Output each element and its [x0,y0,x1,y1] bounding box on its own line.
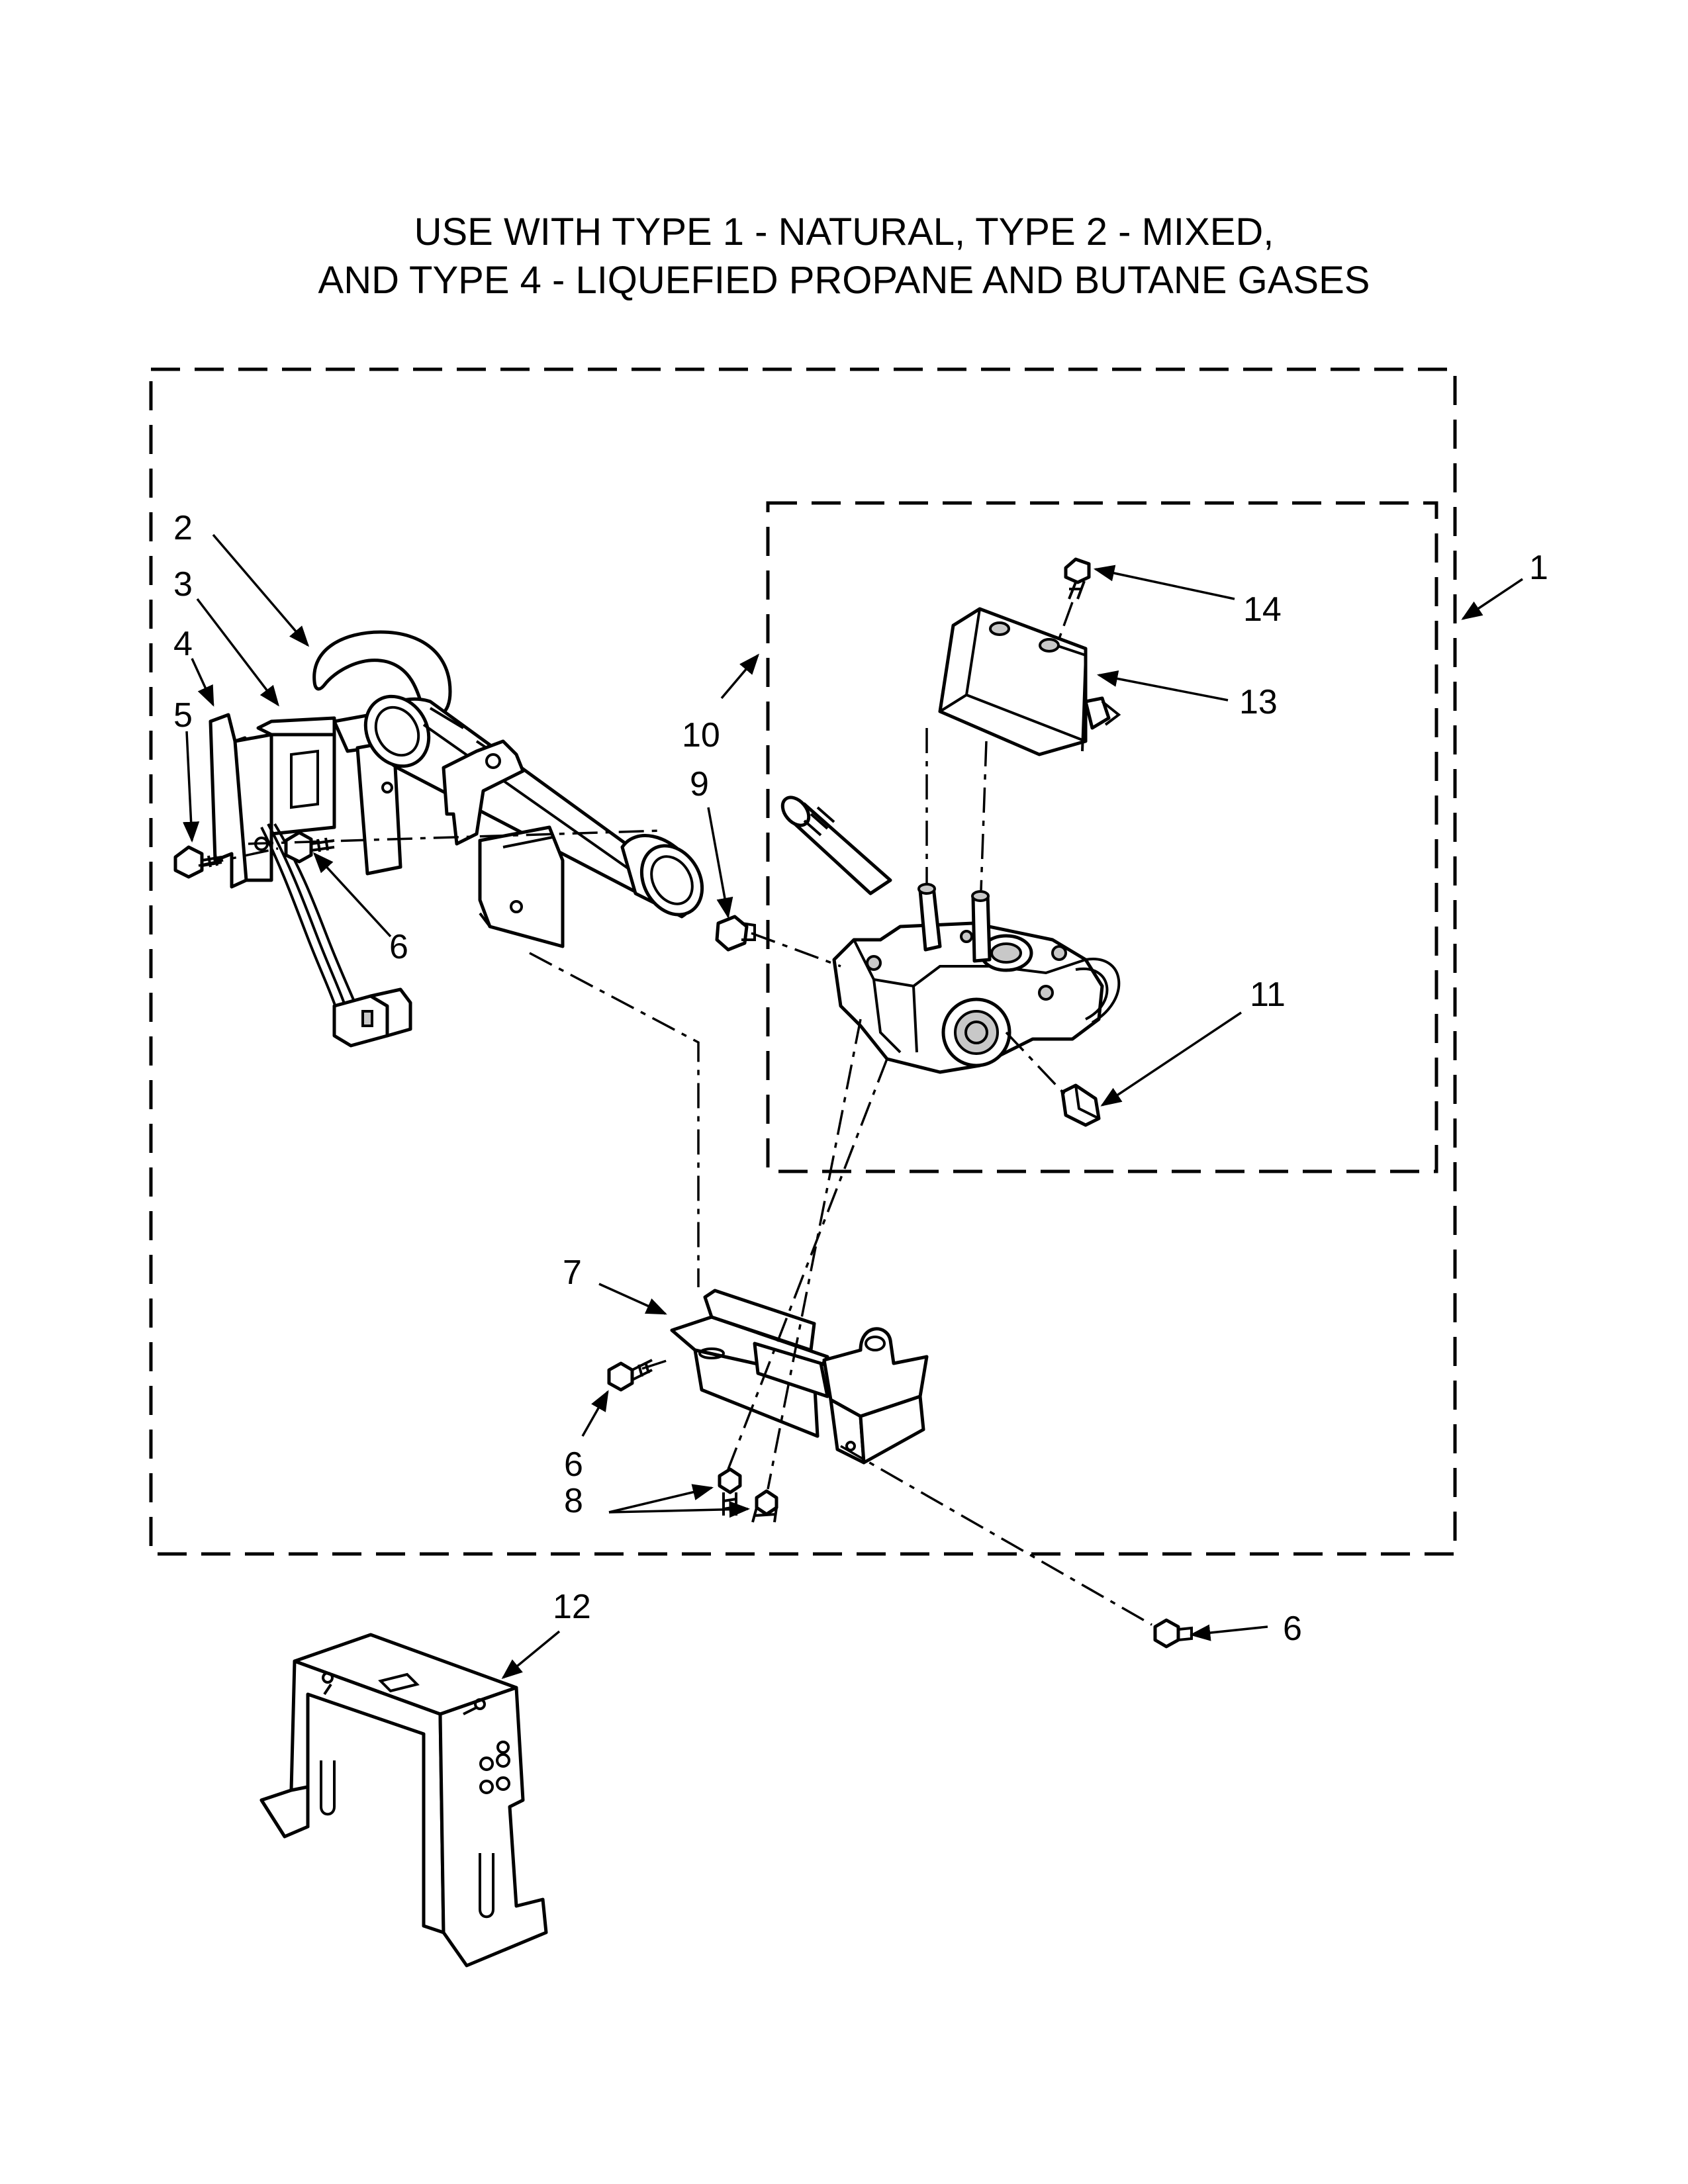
callout-11: 11 [1250,976,1286,1014]
assembly-boundary-inner [766,501,1438,1173]
screw-14 [1064,557,1091,600]
callout-leaders [183,533,1523,1680]
callout-10: 10 [682,716,720,754]
callout-14: 14 [1243,590,1282,629]
callout-6-bracket: 6 [389,928,408,966]
screw-5 [173,845,222,879]
callout-6-valve-bracket: 6 [564,1445,583,1484]
callout-9: 9 [690,765,709,803]
mounting-bracket-12 [259,1633,548,1968]
igniter-bracket [209,713,402,889]
diagram-title-line-1: USE WITH TYPE 1 - NATURAL, TYPE 2 - MIXE… [414,210,1274,253]
callout-4: 4 [173,625,193,663]
valve-coil-13 [938,607,1121,756]
orifice-9 [715,915,756,952]
callout-1: 1 [1529,549,1548,587]
callout-12: 12 [553,1588,591,1626]
burner-tube [312,630,704,948]
callout-3: 3 [173,565,193,604]
gas-valve [780,796,1121,1074]
callout-6-bottom: 6 [1283,1610,1302,1648]
screw-6-valve-bracket [607,1359,653,1392]
callout-7: 7 [563,1253,582,1292]
screw-8-right [751,1489,778,1523]
callout-2: 2 [173,509,193,547]
assembly-centerlines [198,602,1152,1626]
callout-labels: 1 2 3 4 5 6 9 10 11 13 14 7 6 8 6 12 [173,509,1548,1648]
valve-bracket-7 [670,1289,929,1465]
valve-connector-11 [1060,1083,1101,1127]
assembly-boundary-outer [149,367,1457,1556]
callout-8: 8 [564,1482,583,1520]
screw-8-left [718,1467,742,1516]
callout-13: 13 [1239,683,1278,721]
screw-6-bracket [284,831,335,864]
screw-6-bottom [1153,1618,1193,1649]
diagram-title-line-2: AND TYPE 4 - LIQUEFIED PROPANE AND BUTAN… [318,259,1370,302]
igniter-wire-harness [260,823,412,1048]
callout-5: 5 [173,696,193,735]
